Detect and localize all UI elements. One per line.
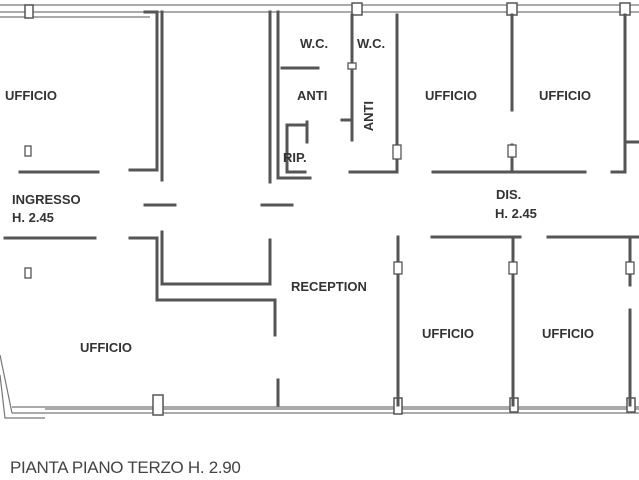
outer-walls [0,4,639,419]
room-label-ufficio: UFFICIO [422,326,474,341]
small-fixtures [24,62,635,279]
room-label-wc: W.C. [357,36,386,51]
interior-walls [3,10,639,407]
room-label-anti: ANTI [361,100,377,132]
room-label-anti: ANTI [297,88,328,103]
room-label-ufficio: UFFICIO [425,88,477,103]
room-label-dis: DIS. [496,187,522,202]
room-label-ufficio: UFFICIO [5,88,57,103]
room-label-ufficio: UFFICIO [542,326,594,341]
room-label-wc: W.C. [300,36,329,51]
plan-title: PIANTA PIANO TERZO H. 2.90 [10,458,241,477]
room-label-ingresso: INGRESSO [12,192,81,207]
room-height-dis: H. 2.45 [495,206,537,221]
room-label-ufficio: UFFICIO [80,340,132,355]
room-label-reception: RECEPTION [291,279,367,294]
room-height-ingresso: H. 2.45 [12,210,54,225]
room-label-rip: RIP. [283,150,307,165]
room-label-ufficio: UFFICIO [539,88,591,103]
